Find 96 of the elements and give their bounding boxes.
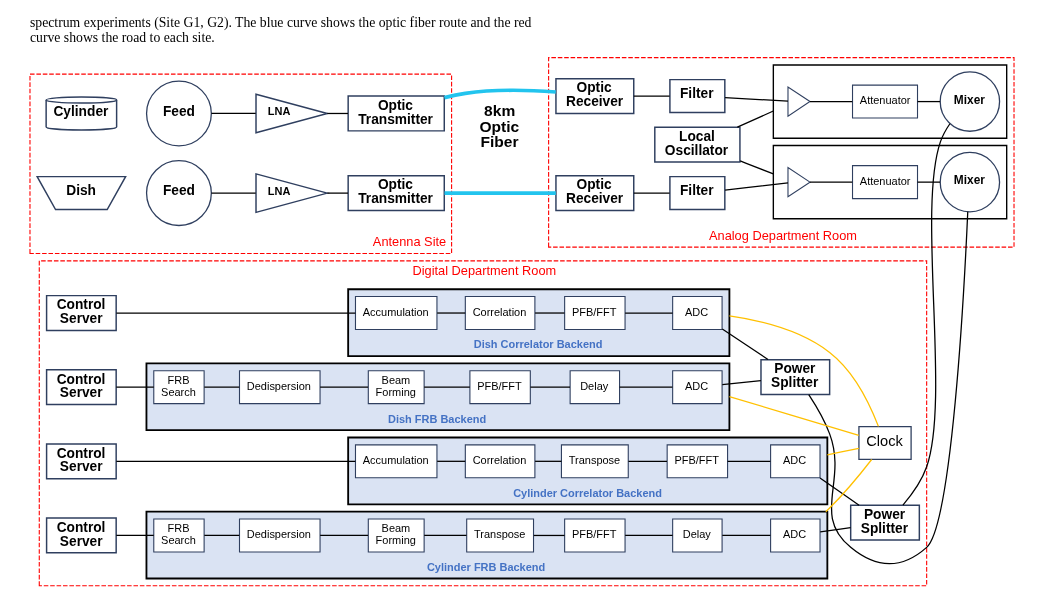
connector (319, 534, 369, 537)
connector (115, 534, 154, 537)
connector (818, 477, 860, 506)
connector (444, 191, 556, 195)
node-box: ADC (769, 444, 821, 479)
node-box: FRB Search (152, 518, 205, 553)
connector (728, 395, 859, 437)
connector (916, 100, 941, 103)
connector (627, 460, 668, 462)
node-circle: Feed (145, 160, 212, 227)
node-box: Control Server (45, 517, 117, 554)
caption: spectrum experiments (Site G1, G2). The blue curve shows the optic fiber route and the red curve shows the road to each site. (29, 14, 531, 46)
node-box: PFB/FFT (666, 444, 728, 479)
connector (723, 97, 789, 102)
connector (423, 534, 467, 537)
connector (115, 386, 154, 388)
node-circle: Feed (145, 80, 212, 147)
node-triangle (786, 166, 811, 198)
node-box: Attenuator (851, 84, 918, 119)
node-box: PFB/FFT (563, 518, 626, 553)
connector (203, 386, 240, 388)
node-box: Optic Transmitter (346, 175, 445, 212)
node-box: ADC (769, 518, 821, 553)
connector (739, 160, 774, 175)
connector (529, 386, 571, 388)
node-box: Control Server (45, 443, 117, 480)
connector (326, 192, 349, 194)
node-box: Correlation (464, 296, 535, 331)
connector (726, 460, 771, 462)
node-box: Transpose (560, 444, 629, 479)
connector (728, 315, 879, 428)
connector (443, 88, 556, 100)
connector (319, 386, 369, 388)
connector (723, 182, 789, 191)
node-box: Delay (671, 518, 723, 553)
node-box: Correlation (464, 444, 535, 479)
node-box: Clock (857, 425, 912, 461)
connector (210, 112, 256, 115)
node-circle: Mixer (939, 151, 1000, 213)
connector (436, 312, 466, 314)
node-box: Delay (569, 370, 620, 405)
cluster (772, 144, 1007, 220)
node-box: Control Server (45, 294, 117, 332)
connector (632, 95, 670, 97)
connector (807, 211, 968, 565)
node-box: Local Oscillator (653, 126, 741, 163)
connector (808, 181, 853, 183)
connector (721, 328, 769, 361)
node-box: Filter (668, 78, 726, 114)
node-box: PFB/FFT (468, 370, 531, 405)
node-box: Optic Receiver (554, 175, 634, 212)
node-box: Optic Transmitter (346, 95, 445, 132)
connector (901, 123, 950, 506)
connector (824, 458, 872, 513)
connector (618, 386, 673, 388)
connector (436, 460, 466, 462)
connector (115, 460, 356, 462)
cluster (772, 64, 1007, 139)
node-box: Filter (668, 175, 726, 211)
node-box: ADC (671, 296, 723, 331)
node-box: Beam Forming (367, 518, 425, 553)
node-box: Transpose (465, 518, 534, 553)
connector (203, 534, 240, 537)
node-box: FRB Search (152, 370, 205, 405)
node-box: Beam Forming (367, 370, 425, 405)
connector (326, 112, 349, 115)
connector (533, 460, 562, 462)
node-box: Optic Receiver (554, 77, 634, 115)
node-box: Power Splitter (759, 358, 830, 396)
label: 8km Optic Fiber (479, 102, 519, 151)
node-box: Dedispersion (238, 370, 321, 405)
connector (632, 192, 670, 194)
connector (115, 312, 356, 314)
node-box: Power Splitter (849, 504, 920, 541)
connector (721, 534, 771, 537)
node-box: Dedispersion (238, 518, 321, 553)
connector (423, 386, 470, 388)
connector (808, 100, 853, 103)
node-circle: Mixer (939, 71, 1000, 132)
connector (533, 312, 565, 314)
node-box: PFB/FFT (563, 296, 626, 331)
node-box: ADC (671, 370, 723, 405)
connector (624, 534, 673, 537)
node-box: Control Server (45, 369, 117, 406)
connector (721, 379, 762, 386)
connector (736, 110, 774, 128)
connector (624, 312, 673, 314)
node-box: Accumulation (354, 296, 437, 331)
connector (826, 447, 860, 456)
node-triangle (786, 85, 811, 118)
connector (819, 526, 851, 533)
node-box: Accumulation (354, 444, 437, 479)
connector (532, 534, 565, 537)
node-box: Attenuator (851, 165, 918, 200)
connector (210, 192, 256, 194)
connector (916, 181, 941, 183)
